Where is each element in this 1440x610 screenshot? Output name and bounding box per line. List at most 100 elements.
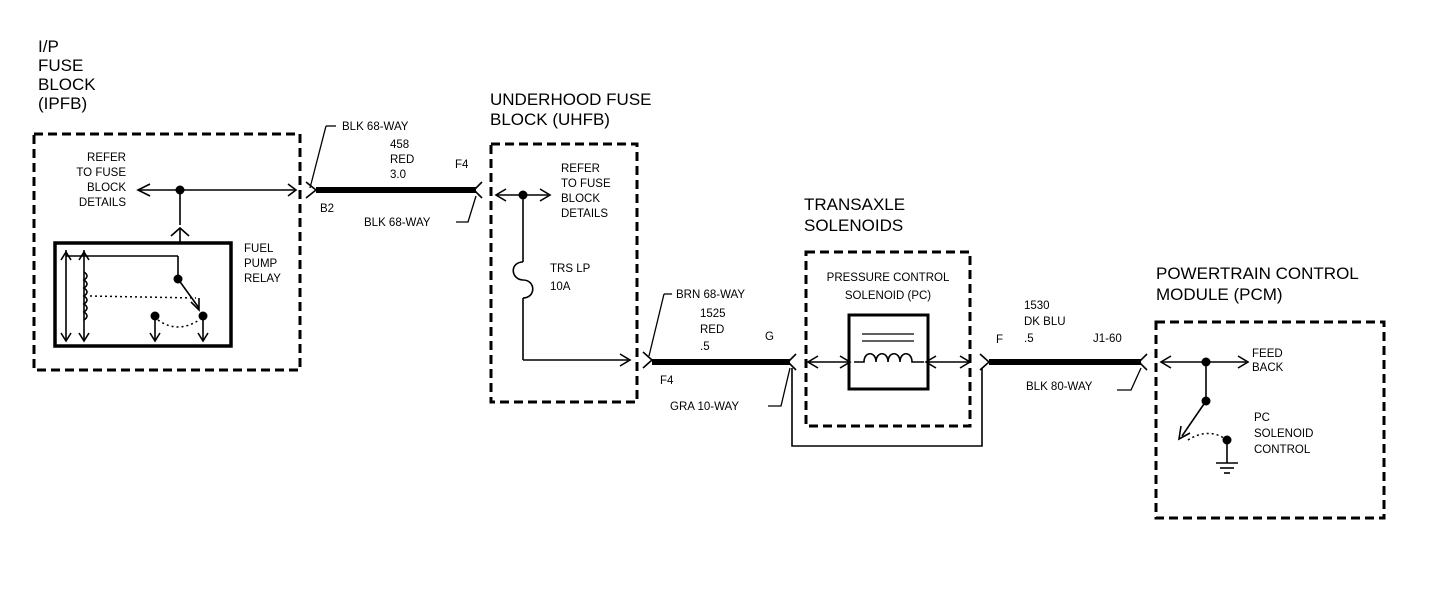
ipfb-refer-line-3: BLOCK [87, 182, 126, 194]
relay-label-line-1: FUEL [244, 243, 274, 255]
uhfb-refer-line-2: TO FUSE [561, 178, 611, 190]
wire-1530-section: F 1530 DK BLU .5 J1-60 BLK 80-WAY [979, 300, 1148, 393]
pc-label-line-1: PRESSURE CONTROL [827, 272, 950, 284]
pcm-title-line-1: POWERTRAIN CONTROL [1156, 264, 1359, 283]
ipfb-title-line-1: I/P [38, 37, 59, 56]
pcm-driver-switch-arm [1181, 400, 1207, 437]
wire1-right-terminal-icon [472, 181, 483, 199]
uhfb-right-arrow-icon [539, 188, 552, 202]
wire2-connector-bottom: GRA 10-WAY [670, 401, 739, 413]
ipfb-refer-line-4: DETAILS [79, 197, 126, 209]
uhfb-box [489, 142, 639, 404]
transaxle-section: TRANSAXLE SOLENOIDS PRESSURE CONTROL SOL… [791, 195, 983, 447]
uhfb-left-arrow-icon [494, 188, 507, 202]
uhfb-refer-line-3: BLOCK [561, 193, 600, 205]
fuse-trs-lp-icon [512, 261, 534, 299]
pc-solenoid-box [804, 250, 972, 428]
pc-output-left-arrow-icon [924, 355, 937, 369]
wire3-left-terminal-icon [979, 353, 991, 371]
wire1-bottom-leader [456, 195, 477, 223]
wire3-circuit: 1530 [1024, 300, 1050, 312]
relay-contact-arc [157, 319, 200, 328]
wire3-pin-left: F [996, 334, 1003, 346]
wire3-color: DK BLU [1024, 316, 1066, 328]
wire2-gauge: .5 [700, 341, 710, 353]
uhfb-title-line-2: BLOCK (UHFB) [490, 110, 610, 129]
pcm-switch-arrow-icon [1177, 425, 1191, 441]
ipfb-title-line-3: BLOCK [38, 75, 96, 94]
wire3-connector-bottom: BLK 80-WAY [1026, 381, 1093, 393]
relay-label-line-3: RELAY [244, 273, 281, 285]
pc-label-line-2: SOLENOID (PC) [845, 290, 931, 302]
wire2-left-terminal-icon [642, 351, 654, 369]
ipfb-title-line-2: FUSE [38, 56, 83, 75]
wire2-circuit: 1525 [700, 308, 726, 320]
wire2-pin-left: F4 [660, 375, 674, 387]
pcm-box [1154, 320, 1386, 520]
relay-no-arrow-icon [197, 332, 209, 343]
wire1-color: RED [390, 154, 414, 166]
fuel-pump-relay-box [53, 241, 233, 348]
fuse-label-line-1: TRS LP [550, 263, 591, 275]
pcm-input-arrow-icon [1159, 355, 1172, 369]
transaxle-title-line-2: SOLENOIDS [804, 216, 903, 235]
wire1-connector-bottom: BLK 68-WAY [364, 217, 431, 229]
uhfb-output-arrow-icon [619, 353, 632, 367]
pcm-control-arc [1187, 432, 1225, 441]
relay-arrow-top-left-icon [60, 250, 72, 261]
ipfb-refer-line-1: REFER [87, 152, 126, 164]
uhfb-title-line-1: UNDERHOOD FUSE [490, 90, 652, 109]
wire-1525-section: BRN 68-WAY 1525 RED .5 G F4 GRA 10-WAY [642, 289, 797, 413]
relay-switch-arm [177, 278, 200, 309]
fuse-label-line-2: 10A [550, 281, 571, 293]
wire1-top-leader [309, 125, 327, 189]
ipfb-title-line-4: (IPFB) [38, 94, 87, 113]
wire2-connector-top: BRN 68-WAY [676, 289, 745, 301]
wire3-gauge: .5 [1024, 333, 1034, 345]
ipfb-left-arrow-icon [136, 183, 151, 197]
relay-switch-arrow-icon [190, 298, 200, 312]
ipfb-refer-line-2: TO FUSE [76, 167, 126, 179]
pc-output-right-arrow-icon [959, 355, 972, 369]
pcm-feedback-arrow-icon [1237, 355, 1250, 369]
uhfb-refer-line-1: REFER [561, 163, 600, 175]
wire1-pin-left: B2 [320, 203, 334, 215]
wire3-pin-right: J1-60 [1093, 333, 1122, 345]
wire2-color: RED [700, 324, 724, 336]
pc-input-left-arrow-icon [806, 355, 819, 369]
wire1-gauge: 3.0 [390, 169, 406, 181]
relay-coupling-line [89, 295, 197, 299]
relay-coil-icon [82, 271, 88, 321]
uhfb-section: UNDERHOOD FUSE BLOCK (UHFB) REFER TO FUS… [489, 90, 652, 404]
pcm-feedback-line-2: BACK [1252, 362, 1284, 374]
wire2-bottom-leader [768, 367, 791, 407]
pcm-section: POWERTRAIN CONTROL MODULE (PCM) FEED BAC… [1154, 264, 1386, 520]
pcm-control-line-1: PC [1254, 412, 1270, 424]
wire1-connector-top: BLK 68-WAY [342, 121, 409, 133]
transaxle-connector-shell [791, 368, 983, 447]
uhfb-refer-line-4: DETAILS [561, 208, 608, 220]
wire1-circuit: 458 [390, 139, 409, 151]
wire2-right-terminal-icon [786, 353, 797, 371]
wire3-right-terminal-icon [1137, 353, 1148, 371]
transaxle-title-line-1: TRANSAXLE [804, 195, 905, 214]
relay-label-line-2: PUMP [244, 258, 278, 270]
pcm-feedback-line-1: FEED [1252, 348, 1283, 360]
ipfb-section: I/P FUSE BLOCK (IPFB) REFER TO FUSE BLOC… [32, 37, 302, 372]
wire-458-section: BLK 68-WAY 458 RED 3.0 F4 B2 BLK 68-WAY [305, 121, 483, 229]
pcm-title-line-2: MODULE (PCM) [1156, 285, 1283, 304]
wire1-pin-right: F4 [455, 159, 469, 171]
wire2-top-leader [648, 293, 665, 357]
pcm-control-line-2: SOLENOID [1254, 428, 1313, 440]
relay-nc-arrow-icon [149, 332, 161, 343]
relay-arrow-bottom-left-icon [60, 332, 72, 343]
wire3-bottom-leader [1117, 367, 1142, 391]
pc-solenoid-coil-icon [854, 352, 924, 363]
wire2-pin-right: G [765, 331, 774, 343]
ipfb-right-arrow-icon [287, 183, 298, 197]
relay-arrow-top-right-icon [78, 250, 90, 261]
relay-arrow-bottom-right-icon [78, 332, 90, 343]
pcm-control-line-3: CONTROL [1254, 444, 1311, 456]
ipfb-box [32, 132, 302, 372]
